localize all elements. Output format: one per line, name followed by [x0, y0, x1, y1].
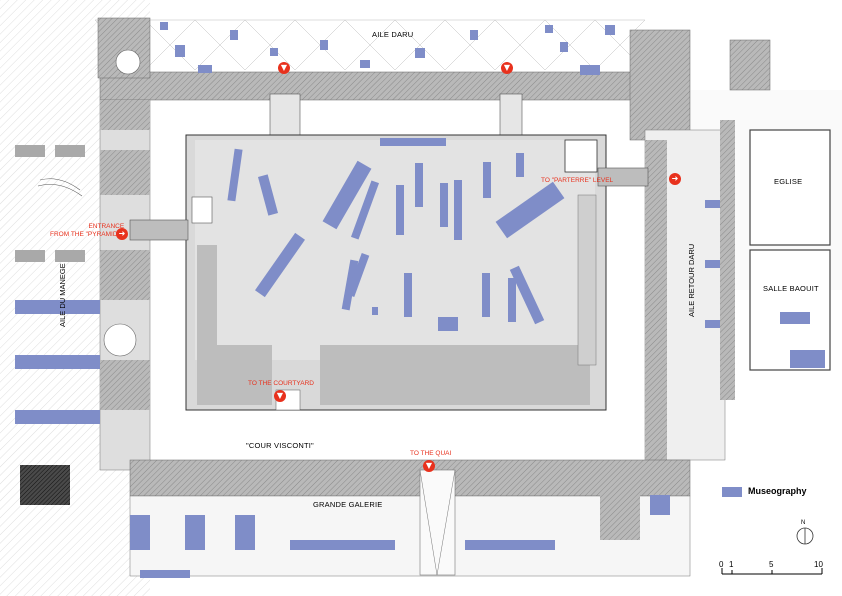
salle-baouit-label: SALLE BAOUIT	[763, 284, 819, 293]
scale-tick-0: 0	[719, 560, 724, 569]
entrance-arrow-icon: ➜	[116, 228, 128, 240]
legend-label: Museography	[748, 486, 807, 496]
north-arrow-icon-2: ▼	[501, 62, 513, 74]
entrance-line2: FROM THE "PYRAMIDE"	[50, 231, 125, 238]
west-wing	[15, 99, 151, 471]
entrance-label: ENTRANCE FROM THE "PYRAMIDE"	[50, 223, 124, 239]
entrance-line1: ENTRANCE	[88, 223, 125, 230]
scale-tick-5: 5	[769, 560, 774, 569]
courtyard-arrow-icon: ▼	[274, 390, 286, 402]
grande-galerie-label: GRANDE GALERIE	[313, 500, 383, 509]
north-label: N	[801, 520, 806, 526]
aile-du-manege-label: AILE DU MANEGE	[58, 263, 67, 327]
parterre-label: TO "PARTERRE" LEVEL	[541, 177, 614, 184]
bridges	[129, 167, 649, 241]
north-compass-icon	[796, 527, 814, 545]
eglise-label: EGLISE	[774, 177, 803, 186]
scale-bar	[721, 568, 823, 575]
gallery-museography	[160, 22, 615, 75]
north-wing	[97, 17, 771, 145]
courtyard-label: TO THE COURTYARD	[248, 380, 314, 387]
north-arrow-icon-1: ▼	[278, 62, 290, 74]
aile-daru-label: AILE DARU	[372, 30, 414, 39]
south-wing	[20, 459, 691, 578]
cour-visconti-label: "COUR VISCONTI"	[246, 441, 314, 450]
aile-retour-daru-label: AILE RETOUR DARU	[687, 243, 696, 317]
scale-tick-10: 10	[814, 560, 823, 569]
legend-swatch	[722, 487, 742, 497]
quai-label: TO THE QUAI	[410, 450, 452, 457]
parterre-arrow-icon: ➜	[669, 173, 681, 185]
quai-arrow-icon: ▼	[423, 460, 435, 472]
courtyard-museography	[227, 148, 565, 331]
scale-tick-1: 1	[729, 560, 734, 569]
east-wing	[644, 120, 831, 461]
